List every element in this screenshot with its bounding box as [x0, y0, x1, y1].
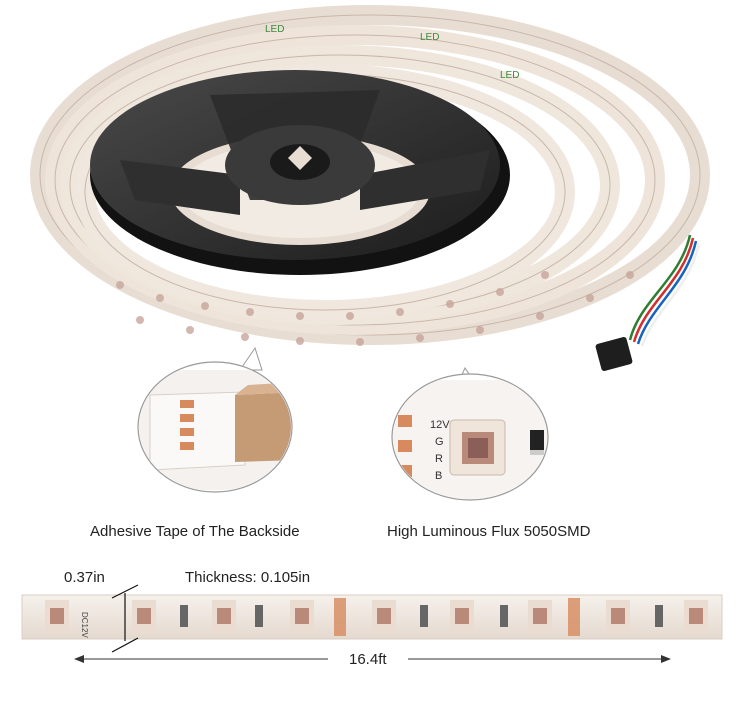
svg-text:LED: LED [265, 24, 284, 35]
smd-detail: 12V G R B [391, 366, 549, 501]
length-label: 16.4ft [349, 651, 387, 668]
bottom-strip: DC12V [21, 584, 723, 663]
svg-text:LED: LED [500, 70, 519, 81]
smd-caption: High Luminous Flux 5050SMD [387, 523, 591, 540]
connector-plug [595, 337, 633, 371]
svg-text:G: G [435, 436, 444, 448]
connector-wires [628, 234, 701, 347]
adhesive-caption: Adhesive Tape of The Backside [90, 523, 300, 540]
reel [90, 70, 510, 275]
strip-led-row [45, 598, 708, 636]
thickness-label: Thickness: 0.105in [185, 569, 311, 586]
coil-leds [116, 271, 634, 346]
svg-text:LED: LED [420, 32, 439, 43]
svg-text:R: R [435, 453, 443, 465]
adhesive-detail [137, 346, 293, 493]
svg-text:DC12V: DC12V [80, 612, 89, 638]
svg-text:B: B [435, 470, 442, 482]
width-label: 0.37in [64, 569, 105, 586]
coil-print: LED LED LED [265, 24, 519, 81]
svg-text:12V: 12V [430, 419, 450, 431]
